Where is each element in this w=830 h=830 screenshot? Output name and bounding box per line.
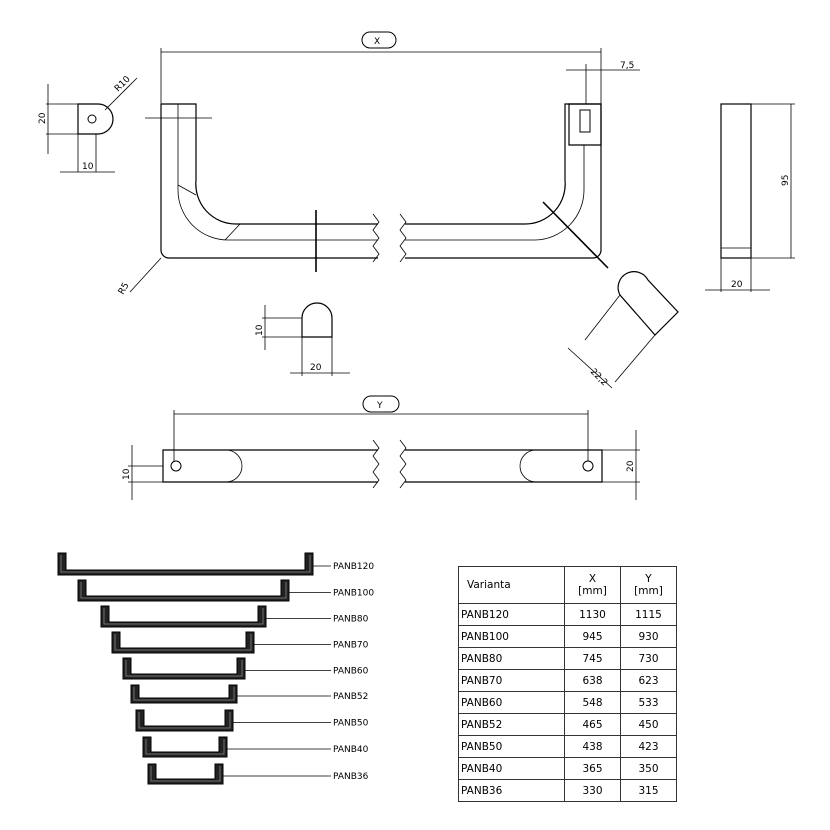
- cell-x: 330: [564, 779, 621, 802]
- header-x-label: X: [588, 573, 597, 585]
- profile-shape: [142, 736, 228, 758]
- cell-variant: PANB80: [458, 647, 565, 670]
- profile-shape: [147, 763, 224, 785]
- cell-variant: PANB36: [458, 779, 565, 802]
- dim-20-section: 20: [310, 363, 322, 373]
- profile-label: PANB70: [333, 641, 369, 651]
- cell-y: 623: [620, 669, 677, 692]
- dim-r5: R5: [117, 281, 132, 296]
- cell-variant: PANB40: [458, 757, 565, 780]
- dim-95: 95: [781, 175, 791, 186]
- profile-label: PANB60: [333, 667, 369, 677]
- cell-y: 350: [620, 757, 677, 780]
- header-x-unit: [mm]: [578, 585, 607, 597]
- dim-10-top: 10: [122, 468, 132, 480]
- cell-variant: PANB100: [458, 625, 565, 648]
- profile-shape: [100, 605, 267, 628]
- cell-y: 423: [620, 735, 677, 758]
- profile-inner-line: [103, 608, 264, 625]
- handle-side-view: 95 20: [705, 103, 795, 292]
- profile-variants: PANB120PANB100PANB80PANB70PANB60PANB52PA…: [57, 552, 374, 785]
- cell-x: 465: [564, 713, 621, 736]
- cell-variant: PANB120: [458, 603, 565, 626]
- dim-y-label: Y: [376, 401, 383, 411]
- header-x: X[mm]: [564, 566, 621, 604]
- dim-22-2: 22,2: [588, 367, 609, 388]
- profile-shape: [135, 709, 234, 732]
- cell-x: 945: [564, 625, 621, 648]
- dim-20-side: 20: [731, 280, 743, 290]
- dim-x-label: X: [374, 37, 380, 47]
- cell-x: 745: [564, 647, 621, 670]
- cell-y: 730: [620, 647, 677, 670]
- dim-10-left: 10: [82, 162, 94, 172]
- profile-inner-line: [114, 634, 252, 651]
- dim-20-left: 20: [38, 112, 48, 124]
- profile-inner-line: [133, 687, 235, 701]
- cell-y: 450: [620, 713, 677, 736]
- cell-x: 638: [564, 669, 621, 692]
- cell-y: 1115: [620, 603, 677, 626]
- profile-label: PANB50: [333, 719, 369, 729]
- handle-front-view: R5: [117, 103, 609, 297]
- cell-x: 548: [564, 691, 621, 714]
- cell-y: 315: [620, 779, 677, 802]
- profile-label: PANB36: [333, 772, 369, 782]
- profile-label: PANB100: [333, 589, 374, 599]
- profile-shape: [57, 552, 314, 576]
- angled-section: 22,2: [567, 271, 679, 388]
- header-y-unit: [mm]: [634, 585, 663, 597]
- header-variant: Varianta: [458, 566, 565, 604]
- profile-label: PANB52: [333, 692, 368, 702]
- dim-20-top: 20: [626, 460, 636, 472]
- profile-inner-line: [145, 739, 225, 755]
- cell-variant: PANB60: [458, 691, 565, 714]
- profile-inner-line: [80, 582, 287, 599]
- handle-top-view: Y 10 20: [122, 395, 640, 500]
- cell-variant: PANB70: [458, 669, 565, 692]
- profile-inner-line: [60, 555, 311, 573]
- cell-y: 533: [620, 691, 677, 714]
- profile-shape: [122, 657, 246, 680]
- cell-x: 438: [564, 735, 621, 758]
- profile-shape: [130, 684, 238, 704]
- cell-y: 930: [620, 625, 677, 648]
- cell-variant: PANB52: [458, 713, 565, 736]
- cell-variant: PANB50: [458, 735, 565, 758]
- profile-label: PANB120: [333, 562, 374, 572]
- cell-x: 1130: [564, 603, 621, 626]
- cross-section: 10 20: [255, 302, 350, 376]
- profile-label: PANB40: [333, 745, 369, 755]
- cell-x: 365: [564, 757, 621, 780]
- x-dimension: X 7,5: [160, 31, 640, 104]
- header-y: Y[mm]: [620, 566, 677, 604]
- profile-shape: [111, 631, 255, 654]
- profile-shape: [77, 579, 290, 602]
- header-y-label: Y: [645, 573, 652, 585]
- end-section-detail: 20 10 R10: [38, 74, 138, 173]
- dim-7-5: 7,5: [620, 61, 634, 71]
- dim-10-section: 10: [255, 324, 265, 336]
- profile-inner-line: [150, 766, 221, 782]
- profile-inner-line: [138, 712, 231, 729]
- profile-label: PANB80: [333, 615, 369, 625]
- profile-inner-line: [125, 660, 243, 677]
- dim-r10: R10: [113, 74, 133, 94]
